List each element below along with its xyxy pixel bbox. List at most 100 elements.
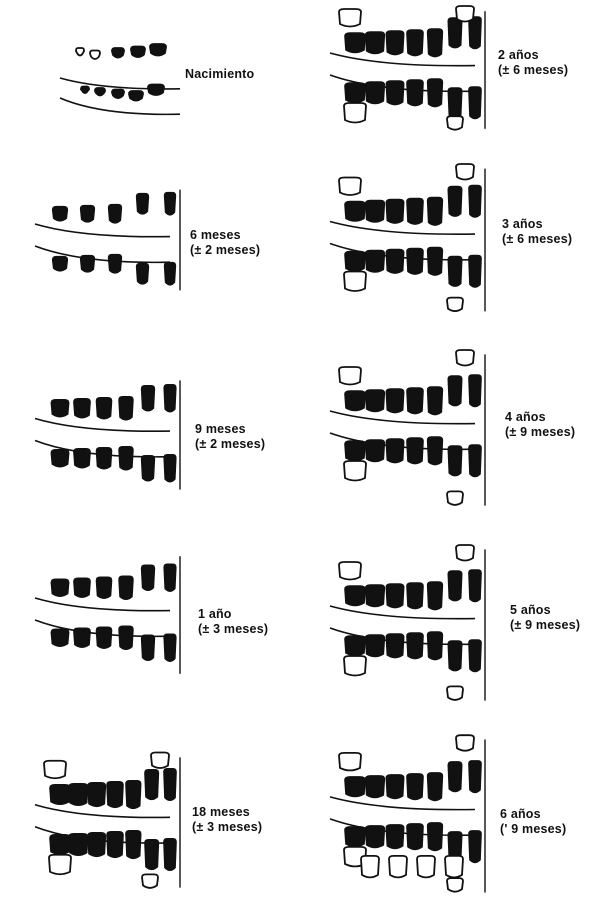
lower-tooth <box>469 831 481 862</box>
upper-tooth <box>407 774 423 799</box>
stage-label-6-meses: 6 meses (± 2 meses) <box>190 228 260 258</box>
lower-tooth <box>448 257 461 286</box>
tooth-crown <box>112 90 124 99</box>
lower-tooth <box>366 635 384 656</box>
lower-tooth <box>137 264 149 284</box>
lower-tooth <box>448 446 461 475</box>
lower-tooth <box>119 447 133 470</box>
lower-tooth <box>165 263 176 285</box>
stage-age: 6 años <box>500 807 566 822</box>
upper-tooth <box>407 583 423 608</box>
upper-tooth <box>74 399 90 418</box>
lower-tooth <box>428 632 443 659</box>
lower-tooth <box>109 255 121 273</box>
dental-diagram-nacimiento <box>0 30 300 130</box>
lower-tooth <box>386 250 403 273</box>
lower-tooth <box>448 641 461 670</box>
upper-tooth <box>345 391 365 410</box>
stage-label-18-meses: 18 meses (± 3 meses) <box>192 805 262 835</box>
stage-18-meses: 18 meses (± 3 meses) <box>0 745 300 900</box>
upper-tooth <box>469 761 481 792</box>
permanent-incisor-bud <box>447 298 463 312</box>
lower-tooth <box>428 248 443 275</box>
lower-tooth <box>366 251 384 272</box>
upper-tooth <box>81 206 94 222</box>
stage-age: Nacimiento <box>185 67 254 82</box>
upper-tooth <box>469 17 481 48</box>
upper-tooth <box>51 400 68 417</box>
upper-tooth <box>386 31 403 54</box>
stage-4-anos: 4 años (± 9 meses) <box>300 340 595 520</box>
upper-tooth <box>142 386 155 411</box>
lower-tooth <box>97 627 112 648</box>
lower-tooth <box>164 634 175 661</box>
lower-tooth <box>74 449 90 468</box>
lower-tooth <box>97 448 112 469</box>
stage-range: (± 3 meses) <box>192 820 262 835</box>
upper-tooth <box>69 784 87 805</box>
lower-tooth <box>407 824 423 849</box>
stage-label-1-ano: 1 año (± 3 meses) <box>198 607 268 637</box>
stage-range: (± 9 meses) <box>505 425 575 440</box>
upper-tooth <box>428 198 443 225</box>
upper-tooth <box>469 186 481 217</box>
stage-age: 3 años <box>502 217 572 232</box>
upper-tooth <box>345 202 365 221</box>
upper-tooth <box>428 387 443 414</box>
stage-label-6-anos: 6 años (' 9 meses) <box>500 807 566 837</box>
upper-tooth <box>107 782 123 807</box>
stage-nacimiento: Nacimiento <box>0 30 300 130</box>
lower-tooth <box>386 439 403 462</box>
upper-tooth <box>53 207 67 221</box>
upper-jaw-line <box>35 224 170 237</box>
lower-tooth <box>407 249 423 274</box>
lower-tooth <box>74 628 90 647</box>
upper-tooth <box>428 773 443 800</box>
stage-range: (' 9 meses) <box>500 822 566 837</box>
permanent-incisor-bud <box>456 164 474 180</box>
developing-molar-upper <box>339 367 361 385</box>
erupting-permanent-tooth <box>445 856 463 878</box>
permanent-incisor-bud <box>447 116 463 130</box>
lower-tooth <box>366 826 384 847</box>
lower-tooth <box>51 450 68 467</box>
upper-tooth <box>109 205 121 223</box>
erupting-permanent-tooth <box>417 856 435 878</box>
upper-jaw-line <box>330 411 475 424</box>
upper-tooth <box>145 770 158 799</box>
permanent-incisor-bud <box>456 545 474 561</box>
upper-tooth <box>366 585 384 606</box>
upper-tooth <box>345 586 365 605</box>
lower-tooth <box>407 438 423 463</box>
tooth-crown <box>90 51 100 60</box>
lower-tooth <box>345 636 365 655</box>
erupting-permanent-tooth <box>361 856 379 878</box>
tooth-crown <box>148 85 164 96</box>
permanent-incisor-bud <box>456 6 474 22</box>
lower-tooth <box>469 256 481 287</box>
developing-molar-upper <box>339 178 361 196</box>
lower-tooth <box>366 82 384 103</box>
upper-jaw-line <box>330 606 475 619</box>
stage-9-meses: 9 meses (± 2 meses) <box>0 370 300 500</box>
stage-6-meses: 6 meses (± 2 meses) <box>0 180 300 300</box>
upper-tooth <box>366 776 384 797</box>
upper-tooth <box>97 398 112 419</box>
lower-tooth <box>386 825 403 848</box>
lower-tooth <box>428 823 443 850</box>
upper-tooth <box>345 777 365 796</box>
developing-molar-lower <box>344 103 366 123</box>
upper-tooth <box>448 18 461 47</box>
permanent-incisor-bud <box>151 753 169 769</box>
tooth-crown <box>81 87 89 94</box>
stage-1-ano: 1 año (± 3 meses) <box>0 545 300 685</box>
lower-tooth <box>386 81 403 104</box>
upper-tooth <box>386 200 403 223</box>
upper-tooth <box>50 785 70 804</box>
developing-molar-lower <box>344 272 366 292</box>
stage-range: (± 3 meses) <box>198 622 268 637</box>
developing-molar-upper <box>339 753 361 771</box>
upper-tooth <box>164 385 175 412</box>
lower-tooth <box>164 839 176 870</box>
upper-tooth <box>428 582 443 609</box>
